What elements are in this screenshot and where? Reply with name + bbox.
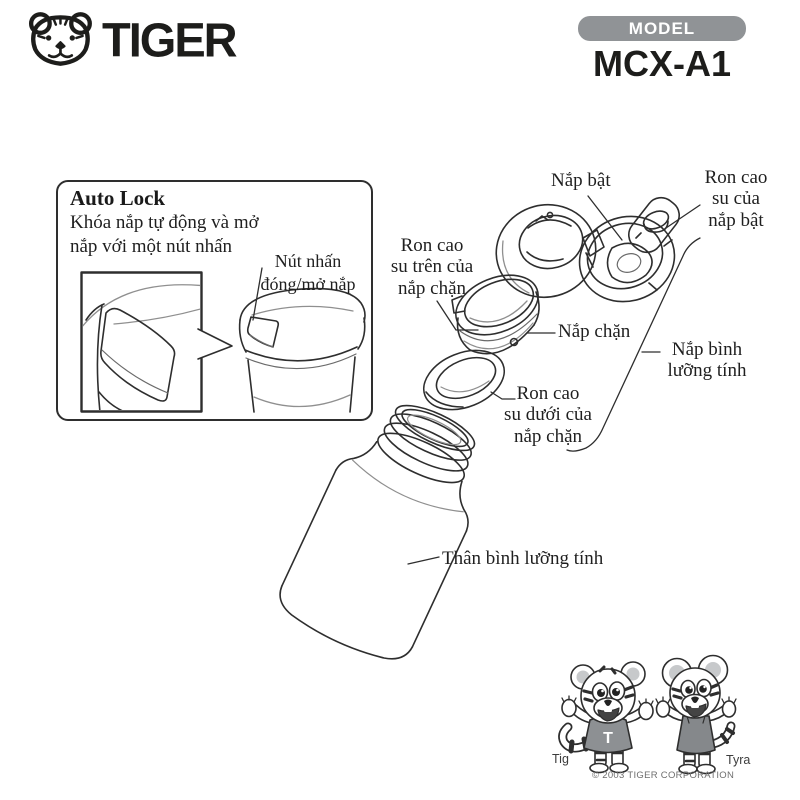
label-flip-lid-gasket: Ron cao su của nắp bật (704, 167, 768, 231)
auto-lock-box (56, 180, 373, 421)
lower-gasket-drawing (422, 349, 506, 411)
flip-lid-cover-drawing (578, 215, 676, 303)
leader-lower-gasket (490, 391, 516, 400)
model-badge: MODEL (578, 16, 746, 41)
auto-lock-description: Khóa nắp tự động và mở nắp với một nút n… (70, 212, 259, 258)
bottle-body-drawing (279, 404, 476, 660)
leader-button-callout (252, 267, 263, 321)
label-flip-lid: Nắp bật (551, 170, 611, 191)
autolock-closeup-drawing (80, 271, 233, 413)
autolock-lid-drawing (238, 267, 366, 413)
button-callout-label: Nút nhấn đóng/mở nắp (260, 251, 356, 294)
leader-upper-gasket (436, 300, 479, 331)
mascot-tyra (655, 654, 737, 775)
auto-lock-title: Auto Lock (70, 186, 166, 210)
brand-logo: TIGER (26, 10, 238, 68)
flip-lid-gasket-drawing (628, 196, 680, 254)
model-number: MCX-A1 (592, 43, 731, 84)
label-bottle-body: Thân bình lưỡng tính (442, 548, 604, 569)
label-stopper: Nắp chặn (558, 321, 631, 342)
mascot-name-tyra: Tyra (726, 753, 751, 767)
leader-flip-lid (587, 195, 623, 241)
label-stopper-lower-gasket: Ron cao su dưới của nắp chặn (504, 383, 592, 447)
mascot-name-tig: Tig (552, 752, 569, 766)
model-block: MODEL MCX-A1 (578, 16, 746, 85)
leader-lines (407, 195, 701, 565)
leader-bottle-body (407, 556, 440, 565)
bracket-lid-unit (566, 237, 701, 452)
tig-shirt-letter: T (603, 730, 613, 747)
copyright-text: © 2003 TIGER CORPORATION (592, 770, 735, 781)
brand-wordmark: TIGER (102, 11, 238, 67)
label-stopper-upper-gasket: Ron cao su trên của nắp chặn (390, 235, 474, 299)
stopper-drawing (451, 274, 540, 355)
mascot-tig (558, 661, 654, 774)
leader-flip-lid-gasket (665, 204, 701, 229)
tiger-face-icon (28, 12, 92, 66)
flip-lid-ring-drawing (495, 203, 597, 299)
label-lid-unit: Nắp bình lưỡng tính (667, 339, 747, 382)
